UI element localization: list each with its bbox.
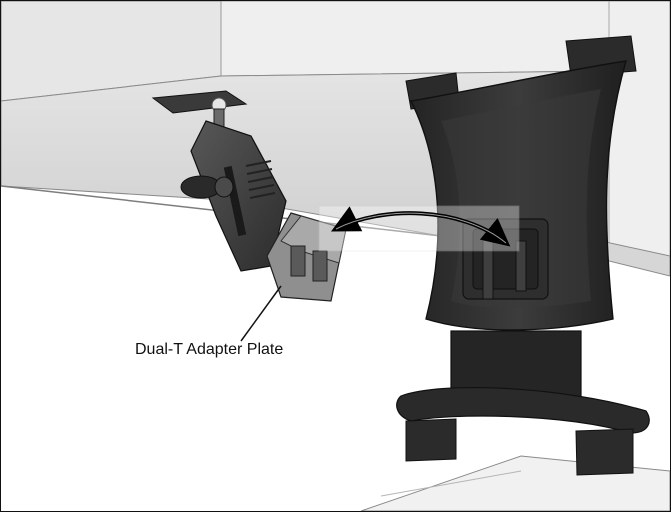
double-arrow-outline	[335, 212, 507, 244]
holder-bottom-right-foot	[575, 428, 634, 476]
mounting-arm	[151, 90, 287, 272]
knob-icon	[180, 175, 234, 199]
tablet-holder	[396, 35, 650, 476]
adapter-t-slot-right	[312, 250, 328, 282]
arm-grip-ridges	[245, 160, 276, 199]
ceiling-mount-plate	[151, 90, 248, 114]
callout-label: Dual-T Adapter Plate	[135, 341, 284, 358]
arm-body	[190, 120, 287, 272]
holder-bottom-left-foot	[405, 418, 457, 462]
callout-leader-line	[240, 285, 282, 342]
adapter-t-slot-left	[290, 245, 306, 277]
holder-t-rail-right	[515, 240, 527, 292]
lower-shelf-edge	[380, 470, 522, 497]
